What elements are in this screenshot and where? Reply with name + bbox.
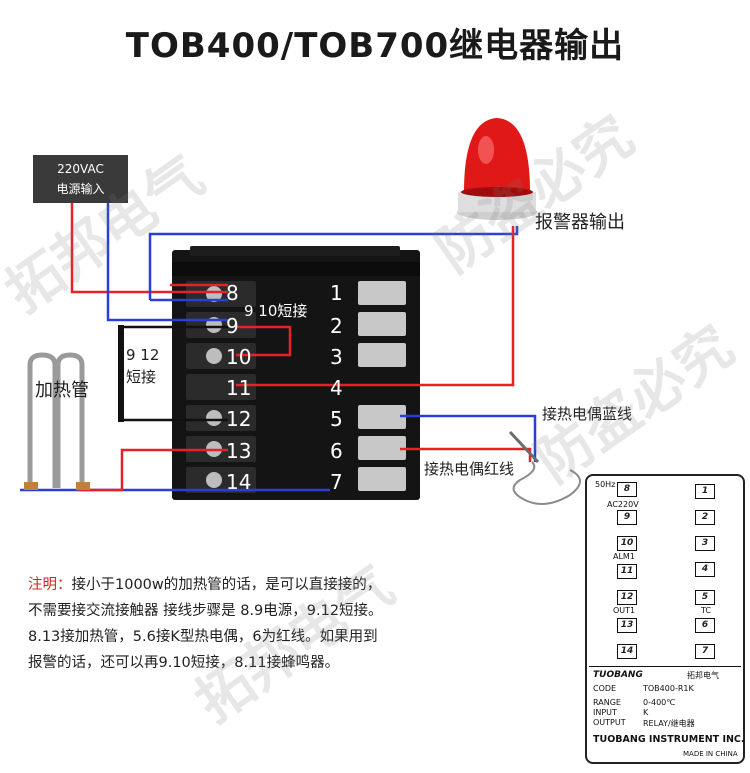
spec-row-output-v: RELAY/继电器 [643,719,695,728]
spec-row-code-v: TOB400-R1K [643,684,694,693]
terminal-9: 9 [226,314,239,338]
terminal-3: 3 [330,345,343,369]
spec-term-4: 4 [695,562,715,577]
spec-row-range-k: RANGE [593,698,621,707]
spec-label-alm1: ALM1 [613,552,635,561]
heater-label: 加热管 [35,380,89,401]
right-screws [358,281,406,491]
spec-term-10: 10 [617,536,637,551]
spec-term-7: 7 [695,644,715,659]
wiring-note: 注明：接小于1000w的加热管的话，是可以直接接的， 不需要接交流接触器 接线步… [28,572,448,676]
heater-terminals [24,482,90,490]
spec-row-code-k: CODE [593,684,617,693]
power-line-2: 电源输入 [56,182,105,196]
terminal-6: 6 [330,439,343,463]
spec-term-1: 1 [695,484,715,499]
alarm-output-label: 报警器输出 [535,212,625,233]
terminal-2: 2 [330,314,343,338]
terminal-12: 12 [226,407,252,431]
heater-element [27,352,85,488]
spec-term-8: 8 [617,482,637,497]
spec-label-tc: TC [701,606,712,615]
terminal-4: 4 [330,376,343,400]
short-9-12-label-b: 短接 [126,368,157,386]
power-input-box: 220VAC 电源输入 [33,155,128,203]
spec-term-11: 11 [617,564,637,579]
short-bracket [118,325,124,422]
tc-blue-label: 接热电偶蓝线 [542,405,633,423]
spec-term-3: 3 [695,536,715,551]
spec-row-output-k: OUTPUT [593,718,626,727]
spec-panel: 50Hz AC220V 8 9 10 ALM1 11 12 OUT1 13 14… [585,474,745,764]
terminal-8: 8 [226,281,239,305]
spec-brand-cn: 拓邦电气 [687,671,719,680]
terminal-13: 13 [226,439,252,463]
wires [20,203,537,492]
spec-row-input-v: K [643,708,649,717]
spec-term-9: 9 [617,510,637,525]
spec-term-13: 13 [617,618,637,633]
spec-divider [589,666,741,667]
spec-term-2: 2 [695,510,715,525]
spec-term-12: 12 [617,590,637,605]
terminal-14: 14 [226,470,252,494]
terminal-11: 11 [226,376,252,400]
controller-body [172,246,420,500]
alarm-lamp [457,118,537,220]
short-9-12-label-a: 9 12 [126,346,160,364]
page-title: TOB400/TOB700继电器输出 [125,26,625,66]
spec-label-out1: OUT1 [613,606,636,615]
spec-term-14: 14 [617,644,637,659]
spec-row-input-k: INPUT [593,708,617,717]
terminal-7: 7 [330,470,343,494]
short-9-10-label: 9 10短接 [244,302,308,320]
spec-term-6: 6 [695,618,715,633]
note-prefix: 注明： [28,577,72,593]
thermocouple-probe [508,430,581,505]
spec-term-5: 5 [695,590,715,605]
spec-made-in: MADE IN CHINA [683,750,738,758]
spec-brand: TUOBANG [593,670,643,680]
spec-row-range-v: 0-400℃ [643,698,676,707]
spec-label-50hz: 50Hz [595,480,616,489]
terminal-1: 1 [330,281,343,305]
note-line-1: 接小于1000w的加热管的话，是可以直接接的， [71,577,382,593]
power-line-1: 220VAC [57,162,104,176]
note-line-2: 不需要接交流接触器 接线步骤是 8.9电源，9.12短接。 [28,603,383,619]
spec-company: TUOBANG INSTRUMENT INC. [593,734,745,745]
terminal-5: 5 [330,407,343,431]
terminal-10: 10 [226,345,252,369]
tc-red-label: 接热电偶红线 [424,460,515,478]
spec-label-ac220v: AC220V [607,500,639,509]
note-line-3: 8.13接加热管，5.6接K型热电偶，6为红线。如果用到 [28,629,378,645]
note-line-4: 报警的话，还可以再9.10短接，8.11接蜂鸣器。 [28,655,340,671]
